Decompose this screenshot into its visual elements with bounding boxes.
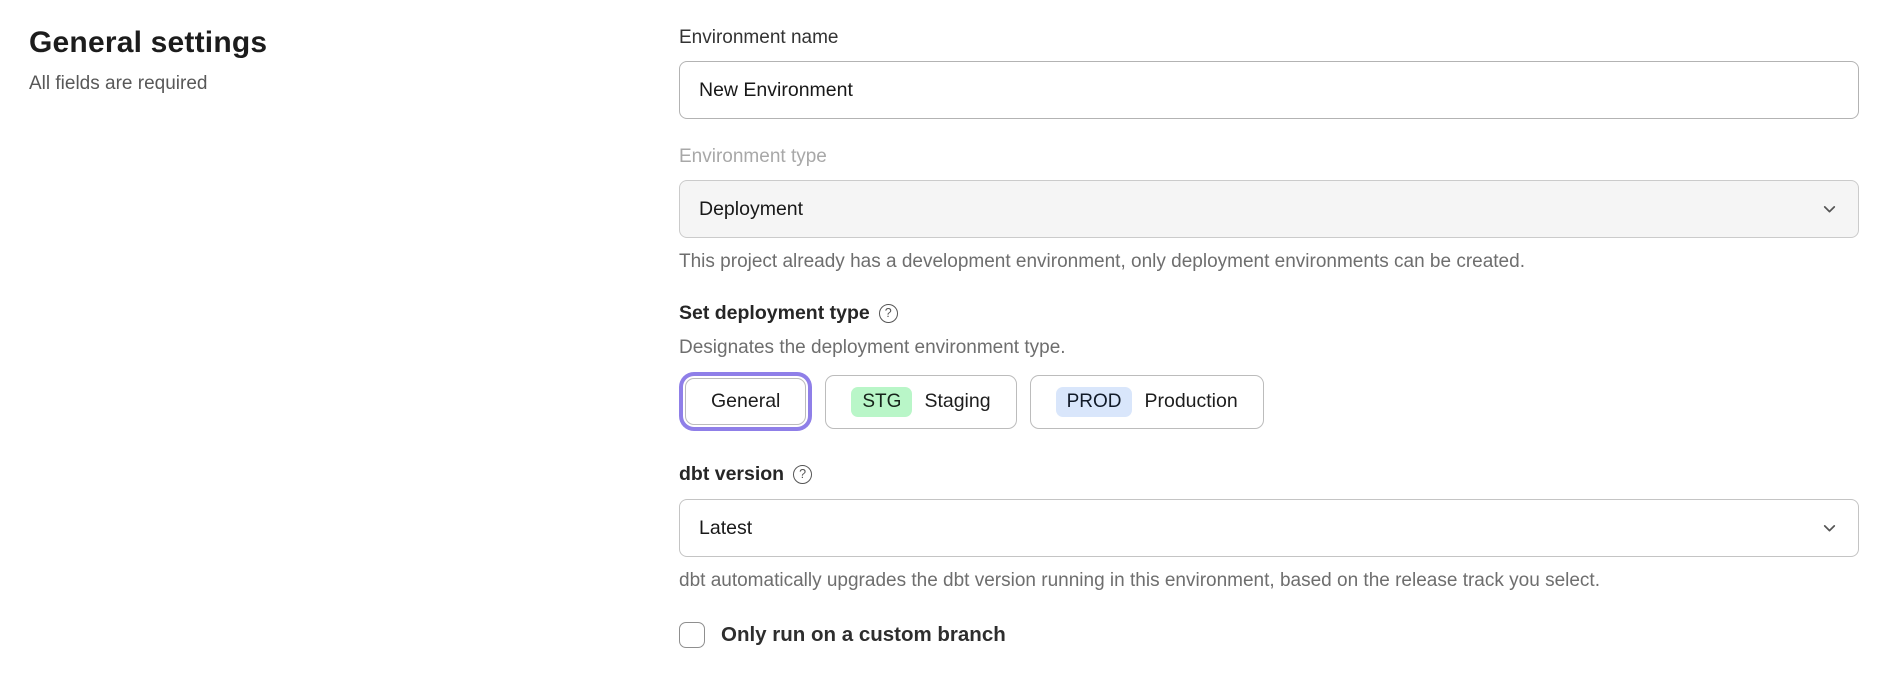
custom-branch-label[interactable]: Only run on a custom branch — [721, 623, 1006, 646]
help-icon[interactable]: ? — [793, 464, 813, 484]
help-icon[interactable]: ? — [878, 303, 898, 323]
general-button-label: General — [711, 390, 781, 412]
environment-settings-form: Environment name Environment type Deploy… — [679, 26, 1859, 648]
custom-branch-checkbox[interactable] — [679, 622, 705, 648]
custom-branch-row: Only run on a custom branch — [679, 622, 1859, 648]
deployment-type-general-button[interactable]: General — [685, 378, 807, 425]
deployment-type-production-button[interactable]: PROD Production — [1029, 374, 1264, 429]
production-badge: PROD — [1055, 386, 1133, 417]
dbt-version-value: Latest — [699, 516, 753, 539]
environment-type-select[interactable]: Deployment — [679, 180, 1859, 238]
staging-button-label: Staging — [924, 390, 991, 412]
page-title: General settings — [29, 26, 268, 59]
environment-type-helper: This project already has a development e… — [679, 251, 1525, 272]
deployment-type-description: Designates the deployment environment ty… — [679, 337, 1066, 358]
dbt-version-select[interactable]: Latest — [679, 499, 1859, 557]
chevron-down-icon — [1821, 520, 1838, 537]
settings-header: General settings All fields are required — [29, 26, 629, 95]
staging-badge: STG — [851, 386, 913, 417]
environment-type-value: Deployment — [699, 197, 804, 220]
deployment-type-label: Set deployment type ? — [679, 301, 1859, 325]
dbt-version-helper: dbt automatically upgrades the dbt versi… — [679, 570, 1600, 591]
environment-name-input[interactable] — [679, 61, 1859, 119]
environment-name-label: Environment name — [679, 27, 839, 48]
dbt-version-label: dbt version ? — [679, 462, 1859, 486]
deployment-type-staging-button[interactable]: STG Staging — [825, 374, 1017, 429]
environment-type-label: Environment type — [679, 146, 827, 167]
production-button-label: Production — [1144, 390, 1238, 412]
dbt-version-label-text: dbt version — [679, 463, 785, 485]
page-subtitle: All fields are required — [29, 73, 208, 94]
deployment-type-options: General STG Staging PROD Production — [679, 372, 1859, 431]
deployment-type-label-text: Set deployment type — [679, 302, 870, 324]
chevron-down-icon — [1821, 201, 1838, 218]
